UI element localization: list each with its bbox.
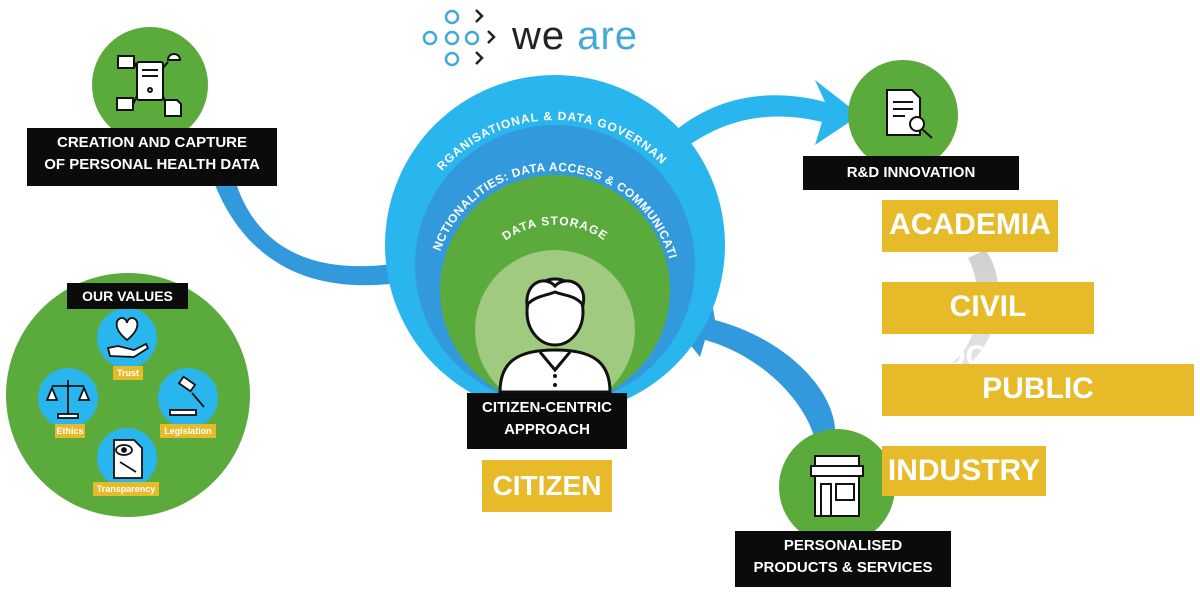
values-title: OUR VALUES	[67, 283, 188, 309]
value-label-trust: Trust	[113, 366, 143, 380]
products-label-line1: PERSONALISED	[783, 537, 903, 554]
citizen-centric-line1: CITIZEN-CENTRIC	[482, 399, 612, 416]
value-label-ethics: Ethics	[55, 424, 85, 438]
capture-label: CREATION AND CAPTURE OF PERSONAL HEALTH …	[27, 128, 277, 186]
heart-hand-icon	[106, 317, 150, 358]
scales-icon	[45, 380, 91, 419]
value-label-transparency: Transparency	[93, 482, 159, 496]
person-icon	[498, 277, 612, 394]
sector-industry: INDUSTRY	[882, 446, 1046, 496]
products-label: PERSONALISED PRODUCTS & SERVICES	[735, 531, 951, 587]
brand-logo-icon	[422, 9, 496, 67]
storefront-icon	[810, 455, 864, 517]
capture-label-line2: OF PERSONAL HEALTH DATA	[44, 156, 260, 173]
capture-label-line1: CREATION AND CAPTURE	[57, 134, 247, 151]
sector-civil-society: CIVIL SOCIETY	[882, 282, 1094, 373]
legislation-icon-circle	[158, 368, 218, 428]
rd-innovation-label: R&D INNOVATION	[803, 156, 1019, 190]
capture-flow-arrow	[215, 180, 440, 300]
products-flow-arrow	[672, 302, 836, 440]
citizen-centric-line2: APPROACH	[504, 421, 590, 438]
network-servers-icon	[116, 53, 182, 117]
rd-flow-arrow	[655, 80, 860, 165]
brand-word-1: we	[512, 14, 566, 58]
products-label-line2: PRODUCTS & SERVICES	[753, 559, 933, 576]
gavel-icon	[169, 375, 205, 416]
citizen-badge: CITIZEN	[482, 460, 612, 512]
values-circle	[6, 273, 250, 517]
sector-academia: ACADEMIA	[882, 200, 1058, 252]
citizen-centric-label: CITIZEN-CENTRIC APPROACH	[467, 393, 627, 449]
sector-public-authorities: PUBLIC AUTHORITIES	[882, 364, 1194, 455]
document-search-icon	[886, 89, 933, 139]
value-label-legislation: Legislation	[160, 424, 216, 438]
brand-word-2: are	[577, 14, 639, 58]
brand-wordmark: we are	[512, 14, 638, 59]
document-eye-icon	[113, 439, 143, 479]
